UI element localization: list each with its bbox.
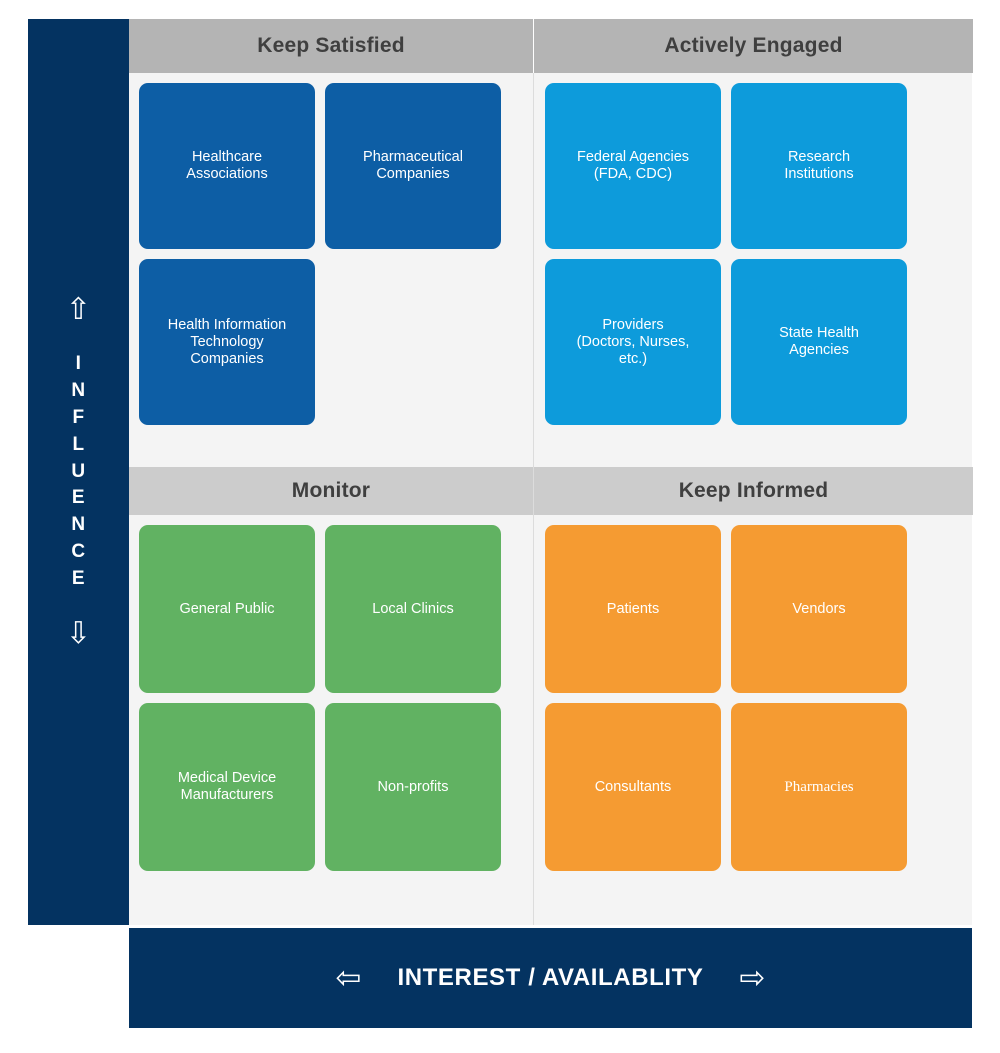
tile-label: Patients	[606, 600, 660, 617]
tile-label: Providers(Doctors, Nurses,etc.)	[576, 316, 690, 367]
influence-letter: E	[71, 567, 86, 589]
stakeholder-tile[interactable]: Federal Agencies(FDA, CDC)	[545, 83, 721, 249]
influence-letter: I	[75, 353, 82, 375]
arrow-right-icon: ⇨	[739, 959, 766, 996]
influence-letter: N	[71, 514, 86, 536]
interest-axis-bar: ⇦ INTEREST / AVAILABLITY ⇨	[129, 928, 972, 1028]
top-quadrant-header-row: Keep Satisfied Actively Engaged	[129, 19, 973, 73]
quadrant-divider-vertical-upper	[533, 73, 534, 467]
tile-label: General Public	[179, 600, 275, 617]
arrow-left-icon: ⇦	[335, 959, 362, 996]
quadrant-header-keep-satisfied: Keep Satisfied	[129, 19, 533, 73]
quadrant-body-keep-informed: Patients Vendors Consultants Pharmacies	[534, 515, 973, 925]
stakeholder-tile[interactable]: Local Clinics	[325, 525, 501, 693]
quadrant-header-monitor: Monitor	[129, 467, 533, 515]
influence-letter: L	[72, 433, 85, 455]
influence-letter: E	[71, 487, 86, 509]
tile-label: Vendors	[792, 600, 846, 617]
quadrant-divider-vertical-mid	[533, 467, 534, 515]
stakeholder-tile[interactable]: Vendors	[731, 525, 907, 693]
bottom-quadrant-body-row: General Public Local Clinics Medical Dev…	[129, 515, 972, 925]
stakeholder-tile[interactable]: Pharmacies	[731, 703, 907, 871]
tile-label: Consultants	[594, 778, 672, 795]
arrow-down-icon: ⇩	[65, 615, 92, 651]
stakeholder-tile[interactable]: Patients	[545, 525, 721, 693]
quadrant-divider-vertical-lower	[533, 515, 534, 925]
tile-label: Federal Agencies(FDA, CDC)	[576, 149, 690, 182]
influence-letter: C	[71, 540, 86, 562]
stakeholder-matrix: Keep Satisfied Actively Engaged Healthca…	[129, 19, 973, 925]
tile-label: Pharmacies	[784, 778, 854, 795]
stakeholder-tile[interactable]: General Public	[139, 525, 315, 693]
tile-label: Local Clinics	[372, 600, 454, 617]
influence-axis-label: I N F L U E N C E	[71, 351, 85, 592]
quadrant-header-keep-informed: Keep Informed	[534, 467, 973, 515]
influence-letter: N	[71, 380, 86, 402]
quadrant-body-monitor: General Public Local Clinics Medical Dev…	[129, 515, 533, 925]
arrow-up-icon: ⇧	[65, 292, 92, 328]
tile-label: Non-profits	[377, 778, 449, 795]
influence-letter: F	[72, 407, 85, 428]
influence-axis-bar: ⇧ I N F L U E N C E ⇩	[28, 19, 129, 925]
bottom-quadrant-header-row: Monitor Keep Informed	[129, 467, 973, 515]
stakeholder-tile[interactable]: Non-profits	[325, 703, 501, 871]
influence-letter: U	[71, 460, 86, 482]
quadrant-header-actively-engaged: Actively Engaged	[534, 19, 973, 73]
quadrant-divider-vertical-top	[533, 19, 534, 73]
interest-axis-label: INTEREST / AVAILABLITY	[397, 964, 704, 991]
stakeholder-tile[interactable]: Consultants	[545, 703, 721, 871]
stakeholder-tile[interactable]: Providers(Doctors, Nurses,etc.)	[545, 259, 721, 425]
